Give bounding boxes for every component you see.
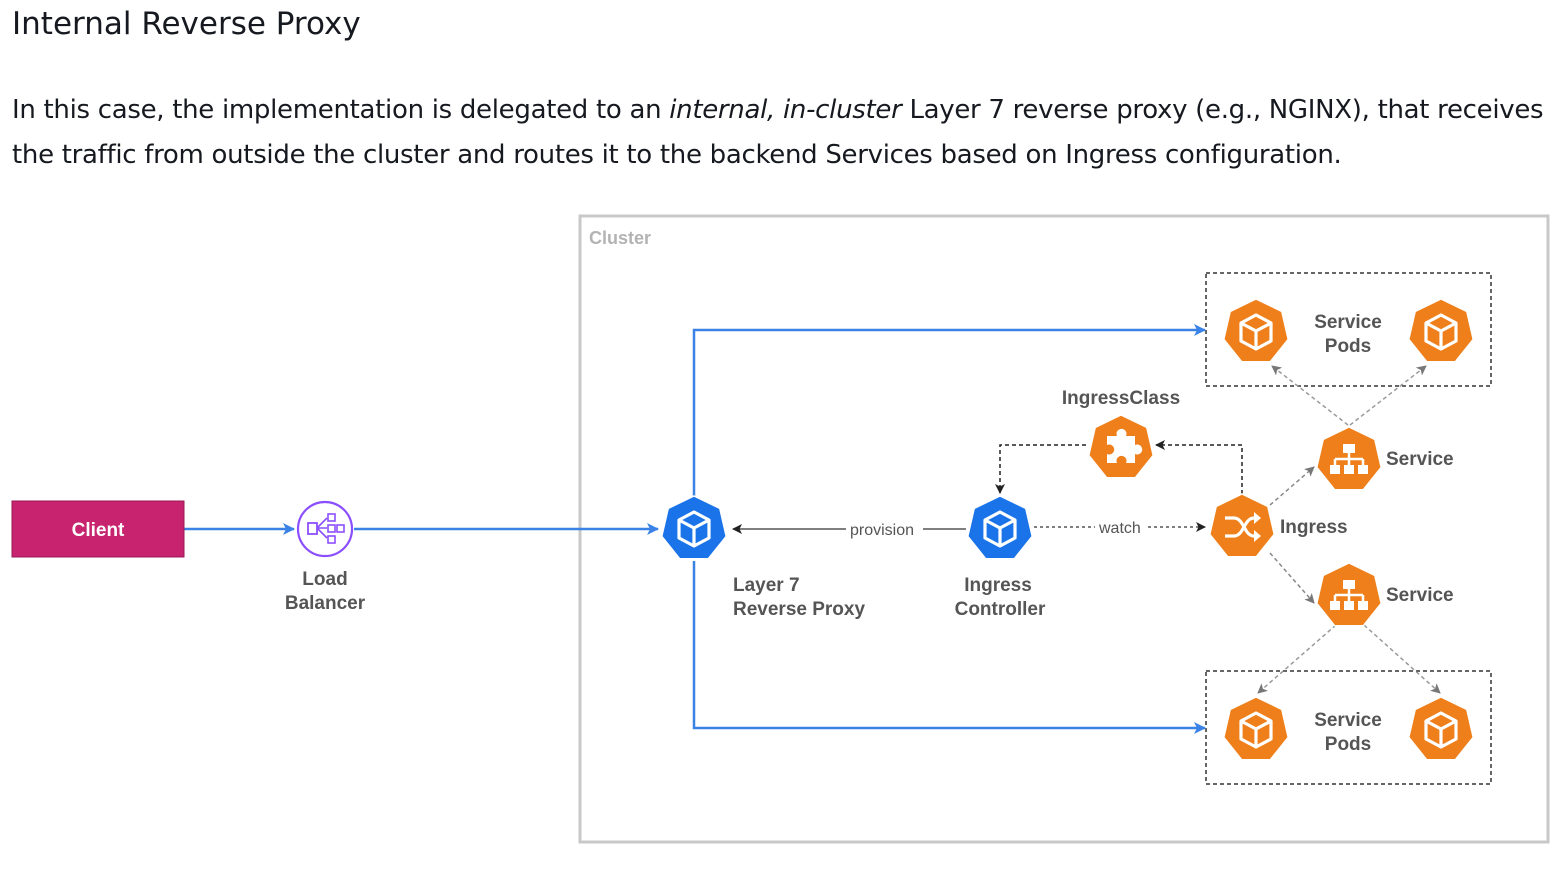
- ingress-label: Ingress: [1280, 517, 1348, 538]
- service-to-pod-left-top-arrow: [1271, 365, 1349, 426]
- pod-top-left-icon: [1223, 298, 1289, 363]
- service-pods-group-top: [1205, 272, 1492, 387]
- client-box: [11, 500, 185, 558]
- service-pods-top-label-line1: Service: [1314, 312, 1382, 333]
- puzzle-icon: [1088, 414, 1154, 479]
- ingress-controller-label-line2: Controller: [955, 599, 1046, 620]
- ingress-controller-icon: [967, 495, 1033, 560]
- ingress-to-ingressclass-arrow: [1155, 440, 1243, 494]
- load-balancer-label-line2: Balancer: [285, 593, 366, 614]
- service-bottom-label: Service: [1386, 585, 1454, 606]
- proxy-to-pods-bottom-arrow: [692, 561, 1206, 734]
- reverse-proxy-label-line1: Layer 7: [733, 575, 800, 596]
- intro-text-italic: internal, in-cluster: [669, 95, 902, 125]
- pod-top-right-icon: [1408, 298, 1474, 363]
- service-to-pod-right-top-arrow: [1349, 365, 1427, 426]
- service-top-icon: [1316, 426, 1382, 491]
- service-to-pod-right-bottom-arrow: [1363, 624, 1441, 694]
- page-title: Internal Reverse Proxy: [12, 6, 361, 42]
- intro-text-1: In this case, the implementation is dele…: [12, 95, 670, 125]
- proxy-to-pods-top-arrow: [692, 324, 1206, 497]
- service-pods-group-bottom: [1205, 670, 1492, 785]
- watch-label: watch: [1098, 520, 1141, 537]
- pod-bottom-left-icon: [1223, 696, 1289, 761]
- cluster-label: Cluster: [589, 228, 651, 248]
- provision-label: provision: [850, 522, 914, 539]
- service-pods-bottom-label-line2: Pods: [1325, 734, 1371, 755]
- reverse-proxy-label-line2: Reverse Proxy: [733, 599, 865, 620]
- ingress-to-service-top-arrow: [1269, 466, 1315, 506]
- load-balancer-label-line1: Load: [302, 569, 347, 590]
- pod-bottom-right-icon: [1408, 696, 1474, 761]
- load-balancer-icon: [296, 500, 354, 558]
- service-bottom-icon: [1316, 562, 1382, 627]
- ingress-controller-label-line1: Ingress: [964, 575, 1032, 596]
- service-pods-top-label-line2: Pods: [1325, 336, 1371, 357]
- service-to-pod-left-bottom-arrow: [1257, 624, 1337, 694]
- ingress-to-service-bottom-arrow: [1269, 552, 1315, 604]
- service-top-label: Service: [1386, 449, 1454, 470]
- reverse-proxy-icon: [661, 495, 727, 560]
- ingressclass-to-controller-arrow: [995, 444, 1086, 494]
- ingress-icon: [1209, 493, 1275, 558]
- intro-text-2: Layer 7 reverse proxy (e.g., NGINX), tha…: [12, 95, 1544, 170]
- intro-paragraph: In this case, the implementation is dele…: [12, 88, 1552, 178]
- ingressclass-label: IngressClass: [1062, 388, 1180, 409]
- service-pods-bottom-label-line1: Service: [1314, 710, 1382, 731]
- client-label: Client: [72, 520, 125, 541]
